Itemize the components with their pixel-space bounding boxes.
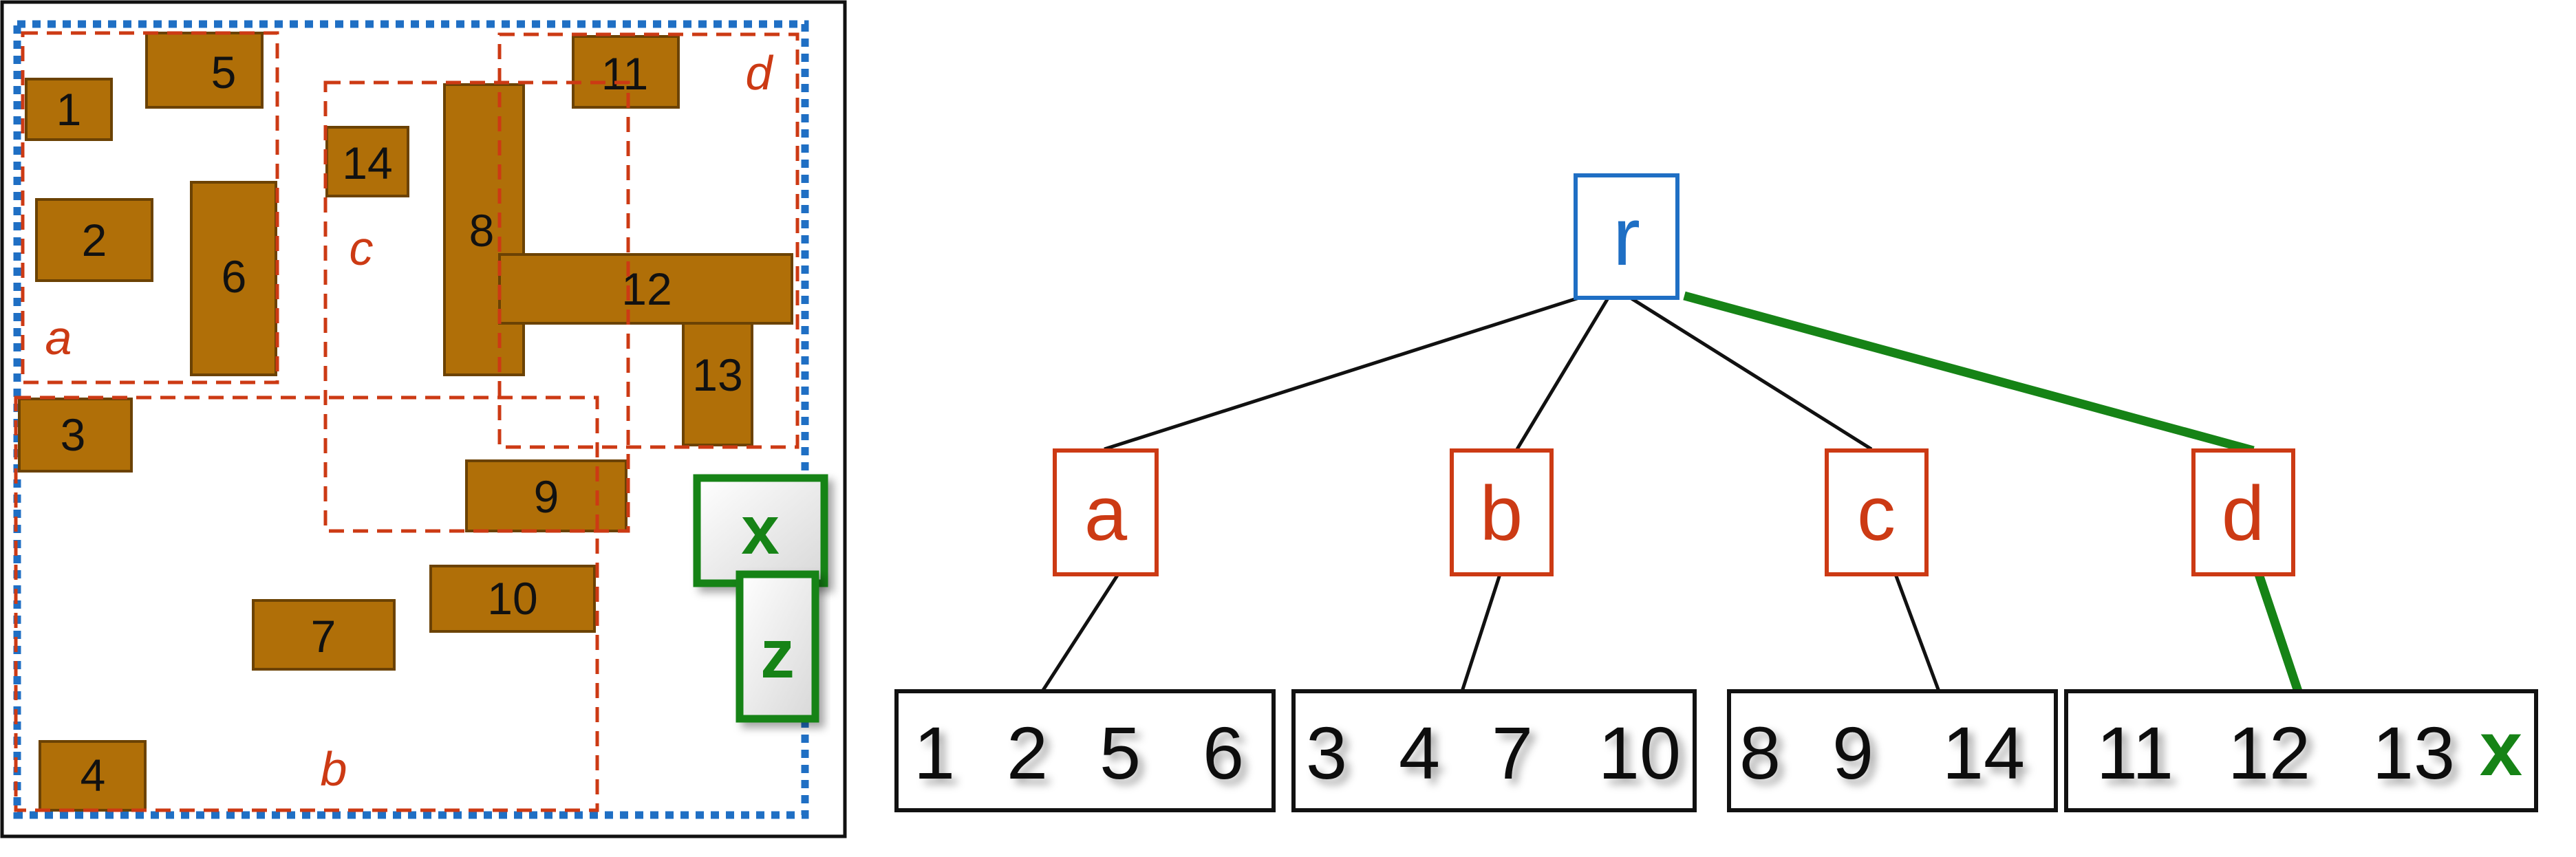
leaf-entry: 9 [1832, 711, 1874, 794]
svg-text:8 9 14: 8 9 14 [1739, 711, 2025, 794]
object-12: 12 [498, 253, 793, 325]
node-label: c [1857, 470, 1896, 556]
object-label: 13 [692, 349, 742, 400]
region-c [323, 80, 630, 533]
new-object-label: z [760, 616, 795, 693]
object-7: 7 [252, 599, 396, 671]
svg-text:11 12 13: 11 12 13 [2096, 711, 2455, 794]
edge-a-leaf [1040, 573, 1120, 693]
leaf-c: 8 9 14 [1727, 689, 2058, 812]
rtree: r a b c d 1 2 5 6 [894, 173, 2538, 812]
object-13: 13 [682, 322, 753, 446]
object-label: 5 [211, 47, 237, 98]
node-root: r [1574, 173, 1679, 300]
object-14: 14 [325, 126, 409, 197]
edge-r-d-insert-path [1683, 291, 2255, 455]
object-3: 3 [18, 398, 133, 473]
edge-r-b [1515, 296, 1611, 451]
object-label: 10 [487, 573, 537, 624]
object-label: 14 [342, 138, 392, 188]
object-2: 2 [35, 198, 153, 282]
region-b [14, 395, 599, 812]
leaf-entry: 12 [2228, 711, 2310, 794]
object-1: 1 [25, 78, 113, 141]
object-10: 10 [429, 565, 596, 633]
object-5: 5 [145, 32, 264, 109]
edge-c-leaf [1893, 574, 1941, 692]
object-label: 6 [222, 251, 247, 302]
object-8: 8 [443, 83, 525, 376]
leaf-entry: 11 [2096, 711, 2174, 794]
node-b: b [1450, 448, 1554, 576]
node-label: d [2222, 470, 2264, 556]
node-a: a [1053, 448, 1159, 576]
svg-text:3 4 7: 3 4 7 10 [1306, 711, 1681, 794]
object-label: 2 [82, 215, 107, 265]
object-11: 11 [572, 35, 680, 109]
svg-text:1 2 5: 1 2 5 6 [914, 711, 1244, 794]
leaf-entry: 1 [914, 711, 955, 794]
node-label: b [1480, 470, 1523, 556]
node-label: a [1084, 470, 1128, 556]
region-label-d: d [746, 46, 774, 100]
object-4: 4 [39, 740, 147, 812]
region-label-a: a [45, 311, 72, 365]
object-label: 3 [61, 409, 86, 460]
leaf-entry: 2 [1007, 711, 1048, 794]
spatial-panel: 1 2 3 4 5 6 7 8 [0, 0, 847, 838]
leaf-b: 3 4 7 10 [1291, 689, 1697, 812]
object-6: 6 [190, 181, 277, 376]
root-region-r [13, 20, 809, 819]
object-label: 4 [80, 750, 106, 801]
leaf-entry: 14 [1942, 711, 2025, 794]
leaf-entry: 8 [1739, 711, 1781, 794]
new-object-z: z [736, 570, 819, 723]
leaf-entry: 6 [1203, 711, 1244, 794]
leaf-entry-inserted-x: x [2480, 706, 2522, 792]
edge-r-c [1628, 295, 1873, 451]
leaf-entry: 13 [2372, 711, 2455, 794]
leaf-a: 1 2 5 6 [894, 689, 1276, 812]
object-label: 11 [601, 48, 649, 99]
object-9: 9 [465, 459, 627, 532]
region-a [21, 31, 279, 384]
leaf-entry: 3 [1306, 711, 1347, 794]
object-label: 8 [469, 205, 495, 256]
object-label: 12 [621, 263, 672, 314]
region-label-b: b [321, 742, 347, 796]
new-object-label: x [741, 492, 780, 569]
leaf-entry: 4 [1399, 711, 1440, 794]
node-c: c [1825, 448, 1929, 576]
edge-b-leaf [1460, 574, 1502, 692]
leaf-d: 11 12 13 x [2064, 689, 2538, 812]
region-label-c: c [350, 221, 374, 275]
object-label: 7 [311, 611, 336, 662]
node-d: d [2191, 448, 2295, 576]
object-label: 9 [534, 471, 559, 522]
leaf-entry: 7 [1492, 711, 1533, 794]
region-d [497, 32, 799, 449]
root-label: r [1613, 191, 1640, 283]
new-object-x: x [693, 474, 828, 587]
edge-r-a [1104, 295, 1582, 451]
leaf-entry: 5 [1099, 711, 1141, 794]
edge-d-leaf-insert-path [2254, 572, 2303, 693]
object-label: 1 [56, 84, 82, 135]
leaf-entry: 10 [1598, 711, 1681, 794]
